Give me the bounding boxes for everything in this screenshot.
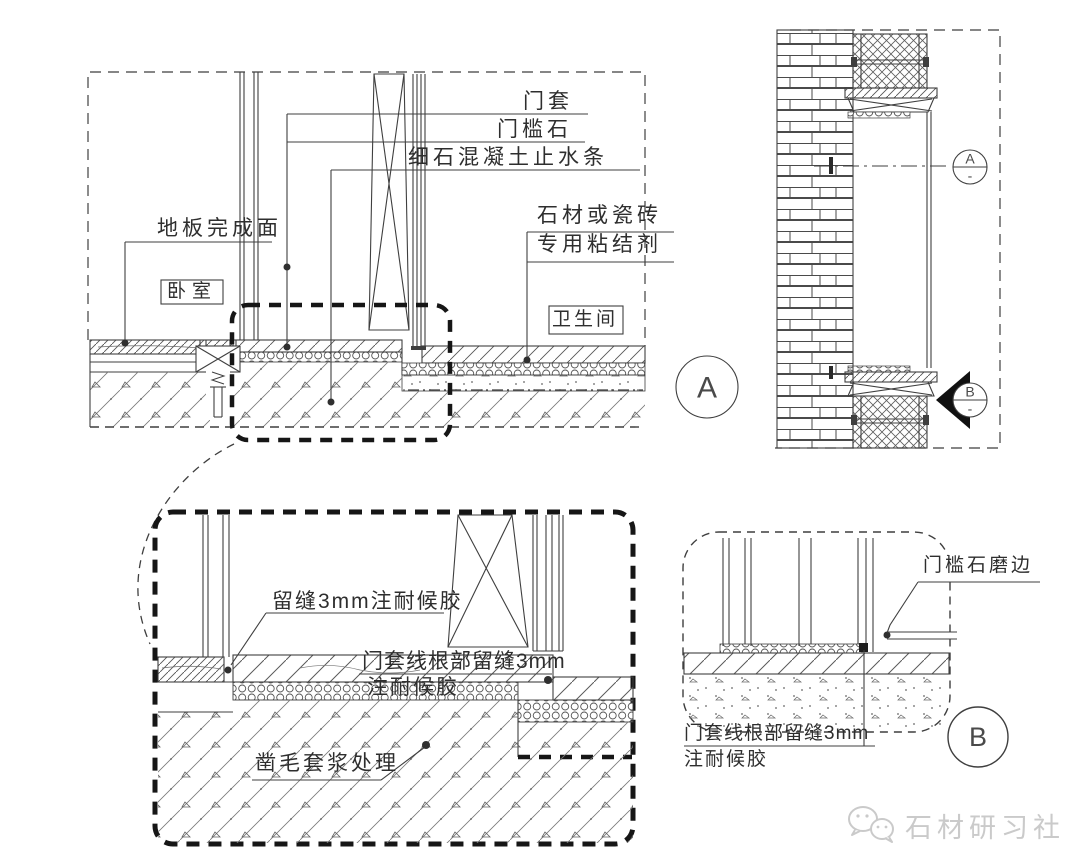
detail-b-threshold-stone <box>683 652 950 675</box>
bedroom-tag-box <box>160 279 224 305</box>
threshold-stone-band <box>232 654 554 683</box>
bathroom-label: 卫生间 <box>552 309 619 330</box>
threshold-stone-label: 门槛石 <box>497 118 572 141</box>
section-line-a <box>814 149 988 185</box>
detail-a-bubble-letter: A <box>696 371 718 405</box>
detail-b-casing-lines <box>722 538 874 652</box>
watermark-text: 石材研习社 <box>905 812 1065 843</box>
main-view-dashed-border <box>87 71 646 346</box>
detail-a-left-casing <box>202 515 230 657</box>
wood-floor-band <box>157 656 225 683</box>
bottom-door-assembly <box>844 365 938 449</box>
detail-b-gap-marker <box>859 643 868 652</box>
detail-b-concrete-stipple <box>684 674 949 731</box>
main-view-leaders <box>121 113 739 419</box>
bedroom-label: 卧室 <box>166 281 217 302</box>
plan-view <box>775 29 1001 449</box>
bathroom-tile-band <box>552 676 634 701</box>
waterstop-label: 细石混凝土止水条 <box>408 146 608 169</box>
stone-or-tile-label: 石材或瓷砖 <box>537 204 662 227</box>
detail-a-leaders <box>230 612 552 781</box>
watermark: 石材研习社 <box>845 804 1065 846</box>
section-a-number: - <box>967 167 973 184</box>
detail-a-view <box>152 509 636 847</box>
floor-finish-label: 地板完成面 <box>157 217 282 240</box>
top-door-assembly <box>844 33 938 119</box>
detail-b-bubble-letter: B <box>968 722 988 753</box>
callout-connector-curve <box>137 443 235 645</box>
detail-a-bubble-circle <box>675 355 739 419</box>
main-section-view <box>87 71 739 645</box>
door-frame-section <box>239 72 426 350</box>
detail-b-view <box>682 531 1040 768</box>
casing-root-gap-label-line1: 门套线根部留缝3mm <box>362 650 566 673</box>
casing-root-gap-label-line2: 注耐候胶 <box>367 676 459 699</box>
door-frame-label: 门套 <box>523 90 573 113</box>
edge-grinding-label: 门槛石磨边 <box>921 555 1036 577</box>
detail-callout-rect <box>229 302 453 443</box>
detail-b-gap-label-line1: 门套线根部留缝3mm <box>684 723 870 744</box>
bathroom-mortar-band <box>517 699 634 723</box>
leveling-device <box>195 340 241 420</box>
detail-a-concrete-hatch <box>158 700 633 843</box>
bathroom-tag-box <box>548 305 624 335</box>
section-b-number: - <box>967 400 973 417</box>
floor-assembly <box>89 339 646 428</box>
brick-wall <box>776 29 854 449</box>
gap-sealant-label: 留缝3mm注耐候胶 <box>272 590 463 613</box>
roughening-label: 凿毛套浆处理 <box>255 752 399 775</box>
detail-b-leaders <box>684 581 1040 747</box>
section-b-letter: B <box>965 383 975 400</box>
detail-b-sealant-band <box>719 643 863 654</box>
adhesive-label: 专用粘结剂 <box>537 233 662 256</box>
door-leaf <box>368 73 410 331</box>
section-line-b <box>829 366 988 429</box>
detail-b-bubble-circle <box>947 706 1009 768</box>
section-a-letter: A <box>965 150 975 167</box>
wechat-icon <box>848 806 894 843</box>
detail-b-gap-label-line2: 注耐候胶 <box>684 749 769 770</box>
detail-a-door-leaf <box>447 514 564 652</box>
